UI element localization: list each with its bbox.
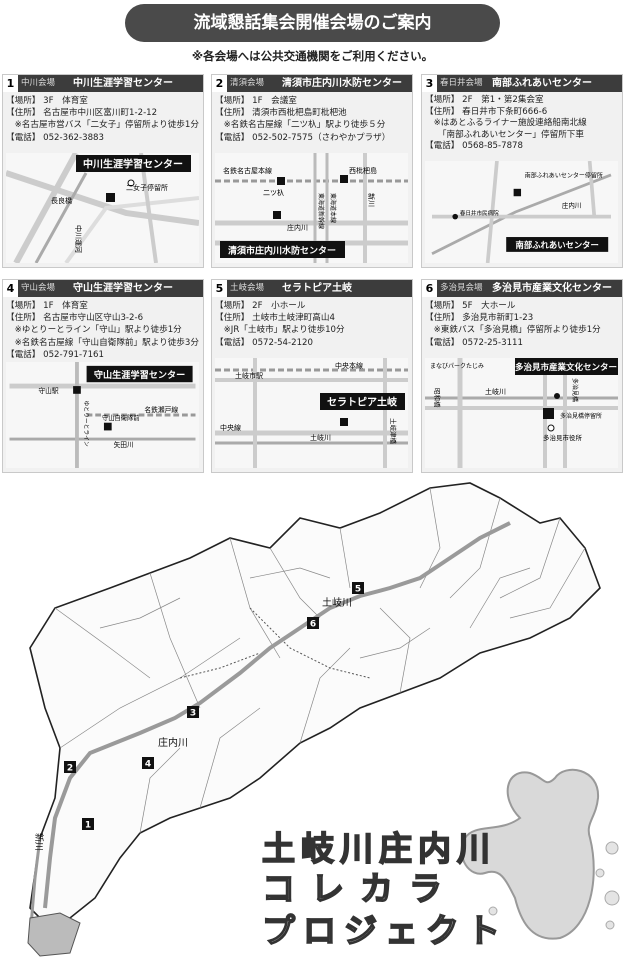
map-title: 清須市庄内川水防センター <box>228 245 336 257</box>
map-label: 南部ふれあいセンター停留所 <box>525 172 603 180</box>
venue-marker-2: 2 <box>67 764 73 774</box>
venue-map: 清須市庄内川水防センター 名鉄名古屋本線 二ツ杁 西枇杷島 庄内川 東海道本線 … <box>215 153 408 263</box>
venue-area: 守山会場 <box>21 283 56 293</box>
venue-area: 中川会場 <box>21 78 56 88</box>
map-label: 守山駅 <box>38 386 58 395</box>
venue-name: 多治見市産業文化センター <box>492 283 612 294</box>
venue-card-header: 2 清須会場 清須市庄内川水防センター <box>212 75 412 92</box>
project-title-line3: プロジェクト <box>261 910 508 951</box>
venue-card-header: 3 春日井会場 南部ふれあいセンター <box>422 75 622 92</box>
venue-marker-3: 3 <box>190 709 196 719</box>
map-label: 名鉄瀬戸線 <box>144 405 178 414</box>
venue-map: 南部ふれあいセンター 南部ふれあいセンター停留所 庄内川 春日井市民病院 <box>425 161 618 263</box>
map-label: 土岐津橋 <box>389 418 398 445</box>
basin-outline <box>29 482 601 929</box>
venue-card-5: 5 土岐会場 セラトピア土岐 【場所】 2F 小ホール 【住所】 土岐市土岐津町… <box>211 279 413 473</box>
venue-area: 土岐会場 <box>230 283 265 293</box>
venue-number: 4 <box>3 280 19 297</box>
venue-card-6: 6 多治見会場 多治見市産業文化センター 【場所】 5F 大ホール 【住所】 多… <box>421 279 623 473</box>
venue-card-1: 1 中川会場 中川生涯学習センター 【場所】 3F 体育室 【住所】 名古屋市中… <box>2 74 204 268</box>
map-label: 土岐市駅 <box>235 371 263 380</box>
venue-map: 中川生涯学習センター 二女子停留所 長良橋 中川運河 <box>6 153 199 263</box>
map-label: 中川運河 <box>74 225 83 253</box>
map-label: 春日井市民病院 <box>460 209 499 217</box>
map-label: 多治見市役所 <box>543 433 583 442</box>
venue-number: 3 <box>422 75 438 92</box>
venue-name: 中川生涯学習センター <box>73 78 173 89</box>
river-label-shinkawa: 新川 <box>33 833 45 851</box>
venue-info: 【場所】 3F 体育室 【住所】 名古屋市中川区富川町1-2-12 ※名古屋市営… <box>6 96 199 143</box>
venue-marker-5: 5 <box>355 585 361 595</box>
map-label: 西枇杷島 <box>349 166 377 175</box>
map-label: 東海道本線 <box>329 193 337 223</box>
map-label: 多治見橋停留所 <box>560 412 602 420</box>
map-label: 東海道新幹線 <box>317 193 325 229</box>
map-label: 名鉄名古屋本線 <box>223 166 272 175</box>
mascot-illustration <box>460 768 620 940</box>
map-title: セラトピア土岐 <box>327 396 397 409</box>
venue-number: 6 <box>422 280 438 297</box>
venue-number: 2 <box>212 75 228 92</box>
venue-name: 南部ふれあいセンター <box>492 78 592 89</box>
venue-area: 清須会場 <box>230 78 265 88</box>
venue-info: 【場所】 1F 体育室 【住所】 名古屋市守山区守山3-2-6 ※ゆとりーとライ… <box>6 301 199 360</box>
map-label: 中央線 <box>220 423 241 432</box>
venue-name: 守山生涯学習センター <box>73 283 173 294</box>
page-title: 流域懇話集会開催会場のご案内 <box>125 4 500 42</box>
river-label-toki: 土岐川 <box>322 596 352 609</box>
venue-marker-6: 6 <box>310 620 316 630</box>
map-label: 二ツ杁 <box>263 188 284 197</box>
venue-area: 春日井会場 <box>440 78 483 88</box>
map-label: まなびパークたじみ <box>430 362 484 370</box>
venue-number: 1 <box>3 75 19 92</box>
venue-info: 【場所】 5F 大ホール 【住所】 多治見市新町1-23 ※東鉄バス「多治見橋」… <box>425 301 601 348</box>
venue-card-header: 1 中川会場 中川生涯学習センター <box>3 75 203 92</box>
venue-card-header: 6 多治見会場 多治見市産業文化センター <box>422 280 622 297</box>
project-title-line2: コレカラ <box>261 868 458 909</box>
map-label: 庄内川 <box>562 200 581 209</box>
venue-marker-1: 1 <box>85 821 91 831</box>
map-label: 二女子停留所 <box>126 183 168 192</box>
venue-map: 守山生涯学習センター 守山駅 守山自衛隊前 名鉄瀬戸線 矢田川 ゆとりーとライン <box>6 362 199 468</box>
venue-map: セラトピア土岐 中央本線 土岐市駅 中央線 土岐川 土岐津橋 <box>215 358 408 468</box>
venue-card-2: 2 清須会場 清須市庄内川水防センター 【場所】 1F 会議室 【住所】 清須市… <box>211 74 413 268</box>
map-label: ゆとりーとライン <box>83 401 90 447</box>
venue-card-header: 4 守山会場 守山生涯学習センター <box>3 280 203 297</box>
map-label: 昭和橋 <box>433 388 442 408</box>
map-label: 矢田川 <box>114 440 134 449</box>
venue-area: 多治見会場 <box>440 283 483 293</box>
map-label: 土岐川 <box>310 433 331 442</box>
venue-info: 【場所】 1F 会議室 【住所】 清須市西枇杷島町枇杷池 ※名鉄名古屋線「二ツ杁… <box>215 96 391 143</box>
map-label: 庄内川 <box>287 223 308 232</box>
map-label: 守山自衛隊前 <box>102 413 140 422</box>
basin-map: 1 2 3 4 5 6 庄内川 土岐川 新川 <box>27 482 620 957</box>
map-title: 多治見市産業文化センター <box>515 362 617 373</box>
venue-map: 多治見市産業文化センター まなびパークたじみ 昭和橋 土岐川 多治見橋停留所 多… <box>425 358 618 468</box>
venue-name: 清須市庄内川水防センター <box>282 78 402 89</box>
transport-notice: ※各会場へは公共交通機関をご利用ください。 <box>191 49 434 63</box>
venue-info: 【場所】 2F 第1・第2集会室 【住所】 春日井市下条町666-6 ※はあとふ… <box>425 95 587 151</box>
map-label: 多治見橋 <box>571 378 579 402</box>
venue-name: セラトピア土岐 <box>282 283 352 294</box>
venue-info: 【場所】 2F 小ホール 【住所】 土岐市土岐津町高山4 ※JR「土岐市」駅より… <box>215 301 345 348</box>
map-label: 新川 <box>367 193 376 207</box>
map-title: 中川生涯学習センター <box>83 158 183 171</box>
venue-number: 5 <box>212 280 228 297</box>
map-label: 土岐川 <box>485 387 506 396</box>
venue-card-3: 3 春日井会場 南部ふれあいセンター 【場所】 2F 第1・第2集会室 【住所】… <box>421 74 623 268</box>
venue-card-4: 4 守山会場 守山生涯学習センター 【場所】 1F 体育室 【住所】 名古屋市守… <box>2 279 204 473</box>
venue-card-header: 5 土岐会場 セラトピア土岐 <box>212 280 412 297</box>
venue-marker-4: 4 <box>145 760 151 770</box>
map-label: 中央本線 <box>335 361 363 370</box>
project-title-line1: 土岐川庄内川 <box>261 828 496 869</box>
map-title: 南部ふれあいセンター <box>516 240 599 250</box>
map-label: 長良橋 <box>51 196 72 205</box>
map-title: 守山生涯学習センター <box>94 369 185 381</box>
river-label-shonai: 庄内川 <box>158 736 188 749</box>
main-river <box>43 521 511 909</box>
